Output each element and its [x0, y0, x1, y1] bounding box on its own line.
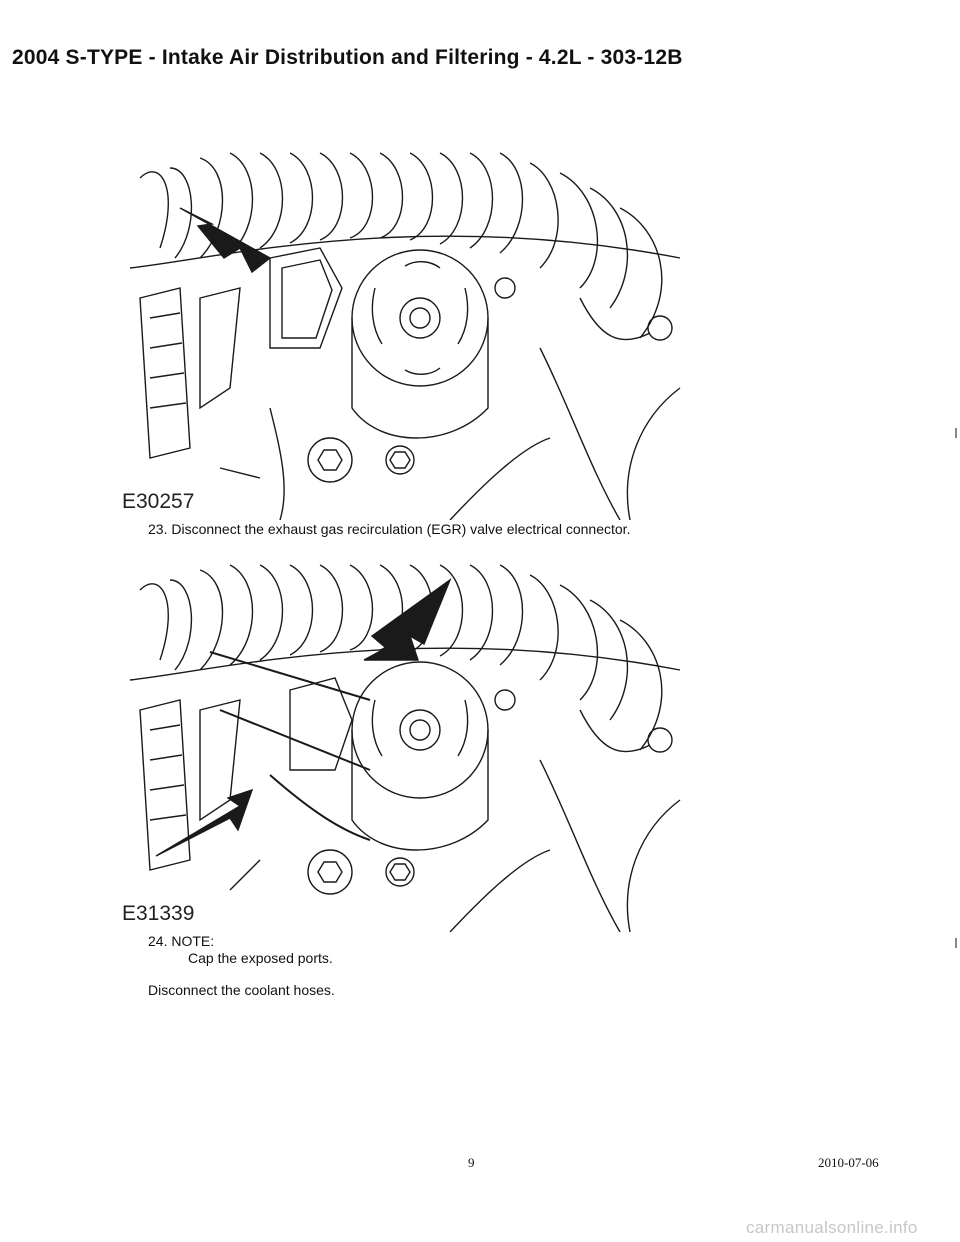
hose-ribs [129, 152, 681, 339]
step-24-note-heading: 24. NOTE: [148, 933, 215, 949]
pointer-arrow-lower [155, 788, 254, 857]
pointer-arrow-upper [363, 578, 452, 661]
figure-e31339-illustration [120, 560, 700, 933]
step-24-instruction: Disconnect the coolant hoses. [148, 982, 335, 998]
watermark: carmanualsonline.info [746, 1218, 918, 1237]
page-number: 9 [468, 1155, 475, 1170]
figure-id-label: E31339 [122, 902, 195, 925]
hose-ribs [129, 564, 681, 751]
pointer-arrow [179, 207, 272, 274]
page-edge-mark [955, 428, 957, 438]
step-23-text: 23. Disconnect the exhaust gas recircula… [148, 521, 631, 537]
figure-id-label: E30257 [122, 490, 195, 513]
page-title: 2004 S-TYPE - Intake Air Distribution an… [12, 46, 683, 69]
figure-e30257-illustration [120, 148, 700, 521]
step-24-note-text: Cap the exposed ports. [188, 950, 333, 966]
page-edge-mark [955, 938, 957, 948]
footer-date: 2010-07-06 [818, 1155, 879, 1170]
